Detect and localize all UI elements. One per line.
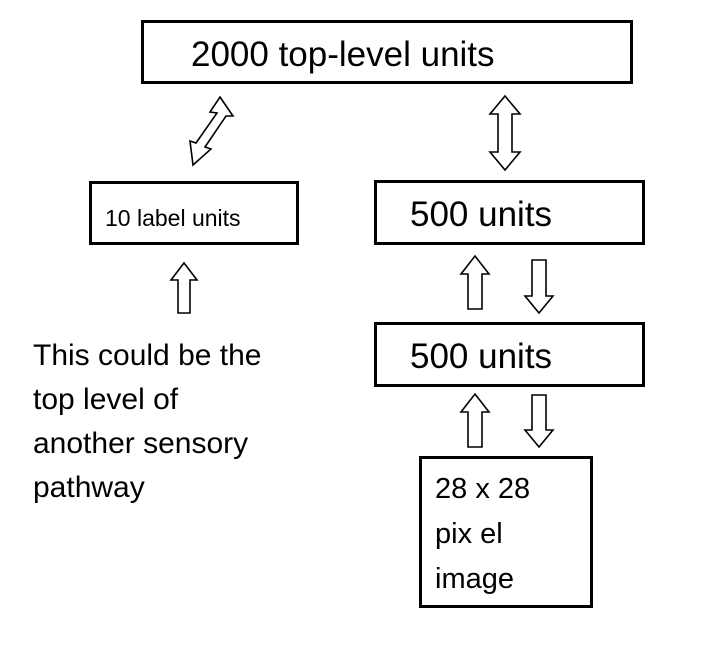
side-note-line-4: pathway [33, 471, 145, 504]
up-arrow-image-to-500b [459, 392, 491, 448]
side-note: This could be the top level of another s… [33, 334, 333, 510]
double-arrow-top-hidden [488, 94, 522, 172]
side-note-line-3: another sensory [33, 427, 249, 460]
hidden-units-lower-label: 500 units [410, 337, 553, 376]
label-units-label: 10 label units [105, 205, 241, 231]
down-arrow-500a-to-500b [523, 259, 555, 315]
hidden-units-lower-box: 500 units [374, 322, 645, 387]
side-note-line-1: This could be the [33, 339, 262, 372]
pixel-image-line-1: 28 x 28 [435, 473, 531, 505]
side-note-line-2: top level of [33, 383, 179, 416]
double-arrow-top-label [189, 95, 235, 167]
hidden-units-upper-box: 500 units [374, 180, 645, 245]
down-arrow-500b-to-image [523, 394, 555, 449]
top-level-units-box: 2000 top-level units [141, 20, 633, 84]
up-arrow-note-to-label [169, 261, 199, 314]
pixel-image-box: 28 x 28 pix el image [419, 456, 593, 608]
label-units-box: 10 label units [89, 181, 299, 245]
top-level-units-label: 2000 top-level units [191, 35, 495, 74]
hidden-units-upper-label: 500 units [410, 195, 553, 234]
pixel-image-line-3: image [435, 563, 514, 595]
up-arrow-500b-to-500a [459, 254, 491, 310]
pixel-image-line-2: pix el [435, 518, 503, 550]
